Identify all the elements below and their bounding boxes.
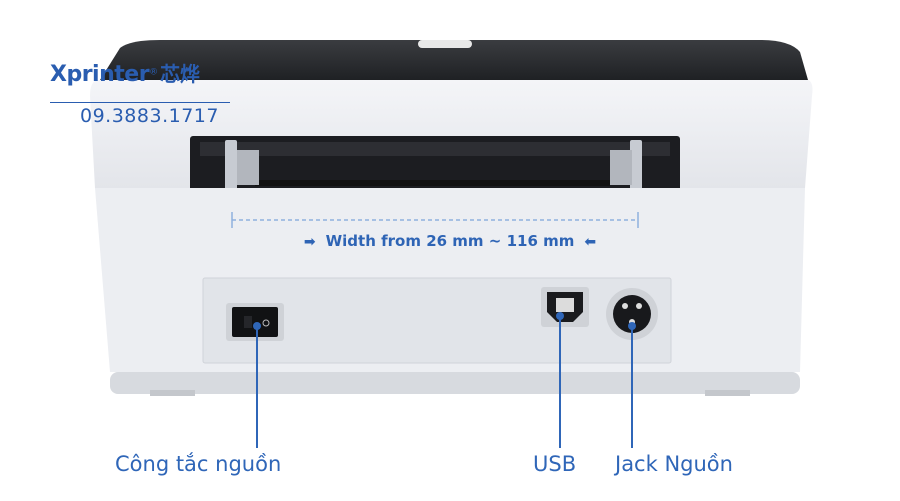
printer-base — [110, 372, 800, 394]
power-switch — [232, 307, 278, 337]
printer-lid — [100, 40, 808, 80]
width-text: Width from 26 mm ~ 116 mm — [325, 232, 575, 250]
power-jack-label: Jack Nguồn — [615, 452, 733, 476]
paper-guide-right — [630, 140, 642, 200]
brand-chinese: 芯烨 — [160, 62, 201, 86]
paper-guide-left — [225, 140, 237, 200]
lid-button — [418, 40, 472, 48]
left-arrow-icon: ⬅ — [584, 234, 597, 250]
registered-mark: ® — [149, 67, 159, 78]
phone-number: 09.3883.1717 — [80, 105, 219, 127]
usb-label: USB — [533, 452, 577, 476]
brand-underline — [50, 102, 230, 103]
right-arrow-icon: ➡ — [303, 234, 316, 250]
brand-logo: Xprinter®芯烨 09.3883.1717 — [50, 58, 230, 127]
brand-name: Xprinter — [50, 62, 150, 87]
power-switch-label: Công tắc nguồn — [115, 452, 282, 476]
width-label: ➡ Width from 26 mm ~ 116 mm ⬅ — [0, 232, 900, 250]
